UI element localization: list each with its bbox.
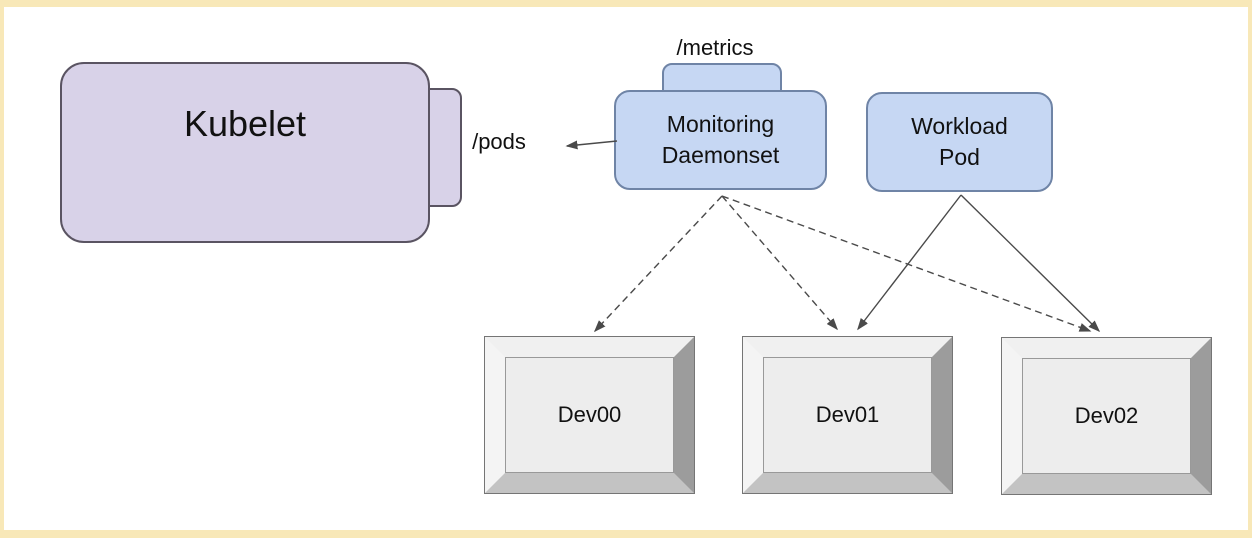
kubelet-label: Kubelet [183,103,307,144]
device-label: Dev02 [1074,403,1139,428]
monitoring-daemonset-node: Monitoring Daemonset [614,90,827,190]
workload-pod-label-line1: Workload [911,113,1008,139]
metrics-endpoint-label: /metrics [676,35,754,60]
monitoring-daemonset-label-line1: Monitoring [666,111,775,137]
workload-pod-node: Workload Pod [866,92,1053,192]
workload-pod-label-line2: Pod [939,144,980,170]
device-face: Dev01 [763,357,932,473]
monitoring-daemonset-label-line2: Daemonset [661,142,780,168]
device-node-dev02: Dev02 [1001,337,1212,495]
device-node-dev01: Dev01 [742,336,953,494]
device-label: Dev00 [557,402,622,427]
kubelet-node: Kubelet [60,62,430,243]
device-label: Dev01 [815,402,880,427]
device-face: Dev02 [1022,358,1191,474]
device-face: Dev00 [505,357,674,473]
pods-endpoint-label: /pods [472,129,526,154]
device-node-dev00: Dev00 [484,336,695,494]
